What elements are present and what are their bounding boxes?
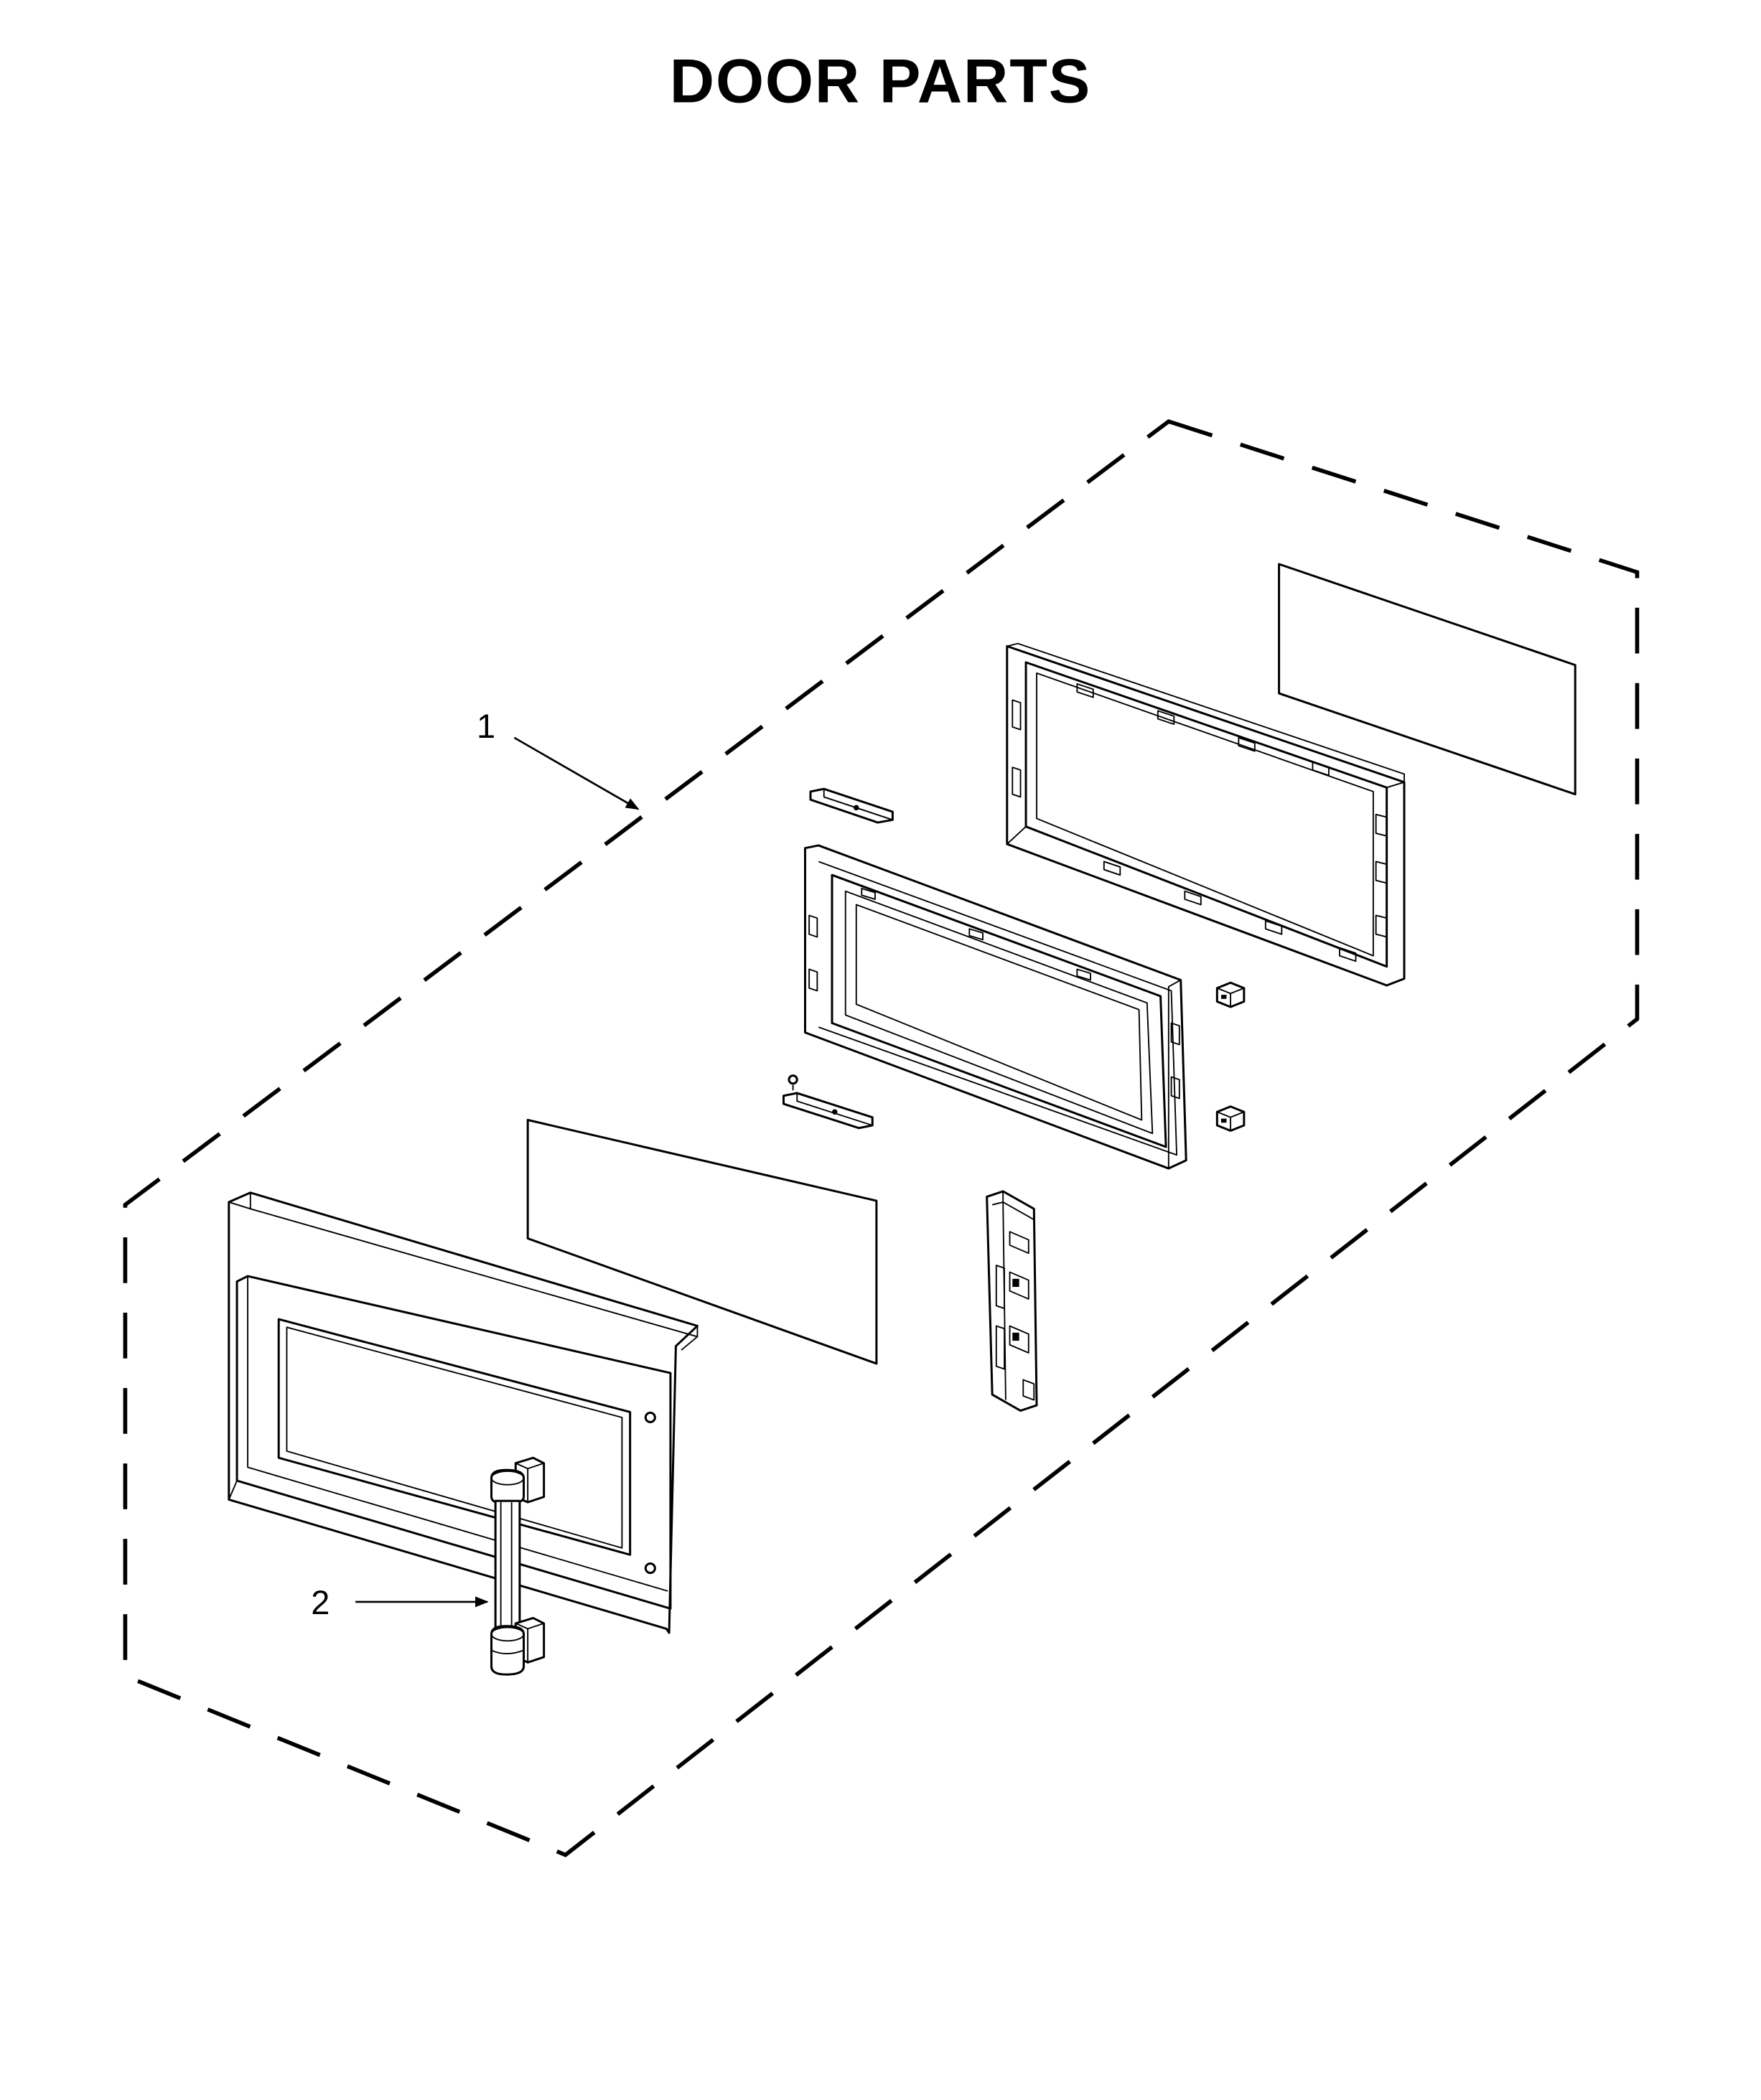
callout-2-label: 2 xyxy=(311,1584,330,1621)
diagram-title: DOOR PARTS xyxy=(670,47,1091,116)
door-choke-frame xyxy=(1006,642,1406,987)
assembly-boundary xyxy=(123,419,1640,1857)
lower-hinge xyxy=(782,1074,874,1130)
inner-glass-panel xyxy=(526,1119,878,1365)
upper-hinge xyxy=(809,787,894,824)
callout-1-leader xyxy=(513,736,640,810)
upper-latch-hook xyxy=(1215,981,1246,1008)
inner-door-frame xyxy=(803,844,1187,1170)
outer-glass-panel xyxy=(1278,563,1577,796)
lower-latch-hook xyxy=(1215,1105,1246,1133)
callout-1: 1 xyxy=(477,708,640,810)
outer-door-panel xyxy=(228,1191,699,1634)
callout-2: 2 xyxy=(311,1584,489,1621)
door-handle xyxy=(490,1456,546,1676)
callout-1-label: 1 xyxy=(477,708,495,745)
door-latch-body xyxy=(986,1190,1038,1412)
